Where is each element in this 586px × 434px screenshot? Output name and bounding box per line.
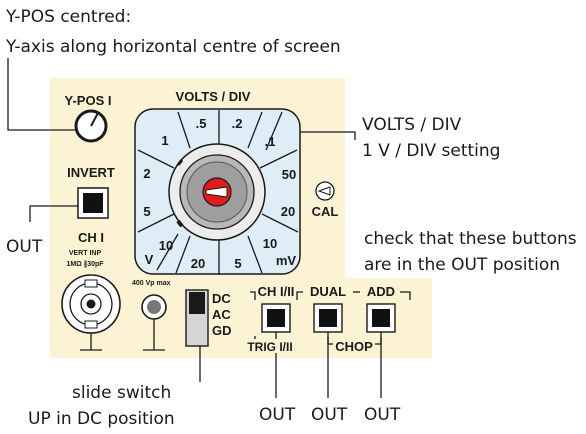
out-annotation-left: OUT bbox=[6, 237, 43, 257]
volts-div-label: VOLTS / DIV bbox=[176, 89, 251, 104]
volts-annotation-title: VOLTS / DIV bbox=[362, 115, 462, 135]
dial-label: 50 bbox=[282, 167, 296, 182]
ypos-label: Y-POS I bbox=[65, 93, 112, 108]
dial-tick bbox=[265, 111, 283, 151]
dial-label: 10 bbox=[263, 236, 277, 251]
dial-ticks bbox=[137, 110, 299, 275]
dial-label: mV bbox=[276, 253, 297, 268]
ground-symbol-bnc bbox=[80, 333, 102, 351]
dial-tick bbox=[261, 213, 299, 233]
switch-dc-label: DC bbox=[212, 291, 231, 306]
dial-label: .2 bbox=[232, 116, 243, 131]
dial-tick bbox=[137, 149, 175, 169]
ch1-label: CH I bbox=[78, 230, 104, 245]
trig-label-bg bbox=[244, 339, 296, 353]
dial-label: V bbox=[145, 252, 154, 267]
dial-tick bbox=[156, 233, 179, 271]
bnc-connector[interactable] bbox=[61, 274, 121, 334]
ypos-knob[interactable] bbox=[74, 109, 108, 143]
ground-symbol-socket bbox=[143, 319, 165, 351]
switch-gd-label: GD bbox=[212, 323, 232, 338]
dial-label: .5 bbox=[196, 116, 207, 131]
chop-label: CHOP bbox=[335, 339, 373, 354]
volts-div-knob[interactable] bbox=[168, 143, 266, 241]
dial-labels: .5 .2 .1 50 20 10 mV 5 20 10V 5 2 1 bbox=[143, 116, 296, 271]
add-button[interactable] bbox=[372, 309, 390, 327]
switch-ac-label: AC bbox=[212, 307, 231, 322]
dial-label: 20 bbox=[281, 204, 295, 219]
dial-tick bbox=[247, 111, 263, 149]
dial-label: 20 bbox=[191, 256, 205, 271]
trig-label: TRIG I/II bbox=[247, 340, 292, 354]
invert-label: INVERT bbox=[67, 165, 115, 180]
dial-tick bbox=[259, 149, 298, 169]
dual-label: DUAL bbox=[310, 284, 346, 299]
vert-inp-label: VERT INP bbox=[69, 250, 102, 257]
ground-socket[interactable] bbox=[141, 294, 167, 320]
ch1-ch2-label: CH I/II bbox=[258, 284, 295, 299]
dual-button[interactable] bbox=[319, 309, 337, 327]
max-voltage-label: 400 Vp max bbox=[132, 280, 171, 287]
check-annotation-line1: check that these buttons bbox=[364, 229, 577, 249]
check-annotation-line2: are in the OUT position bbox=[364, 255, 560, 275]
slide-annotation-line1: slide switch bbox=[72, 383, 171, 403]
out-annotation-ch1: OUT bbox=[259, 405, 296, 425]
cal-potentiometer[interactable] bbox=[315, 181, 335, 201]
dial-tick bbox=[247, 235, 263, 274]
annotation-lines bbox=[7, 58, 382, 398]
dial-tick bbox=[137, 213, 175, 233]
dial-label: 5 bbox=[143, 204, 150, 219]
dial-label: 1 bbox=[161, 133, 168, 148]
dial-label: 5 bbox=[234, 256, 241, 271]
out-annotation-add: OUT bbox=[364, 405, 401, 425]
impedance-label: 1MΩ ∥30pF bbox=[66, 260, 104, 268]
ch1-ch2-button[interactable] bbox=[267, 309, 285, 327]
chop-label-bg bbox=[333, 338, 375, 352]
dial-tick bbox=[175, 235, 191, 274]
dial-label: 2 bbox=[143, 166, 150, 181]
ypos-annotation-title: Y-POS centred: bbox=[5, 7, 131, 27]
dial-label: .1 bbox=[265, 134, 276, 149]
dial-label: 10 bbox=[159, 238, 173, 253]
ch1-ch2-button-frame bbox=[261, 303, 291, 333]
dial-tick bbox=[177, 111, 191, 149]
cal-label: CAL bbox=[312, 204, 339, 219]
slide-annotation-line2: UP in DC position bbox=[28, 409, 175, 429]
invert-button[interactable] bbox=[83, 193, 103, 213]
volts-annotation-desc: 1 V / DIV setting bbox=[362, 141, 500, 161]
out-annotation-dual: OUT bbox=[311, 405, 348, 425]
add-label: ADD bbox=[367, 284, 395, 299]
ypos-annotation-desc: Y-axis along horizontal centre of screen bbox=[5, 37, 341, 57]
slide-switch-handle[interactable] bbox=[189, 292, 205, 314]
